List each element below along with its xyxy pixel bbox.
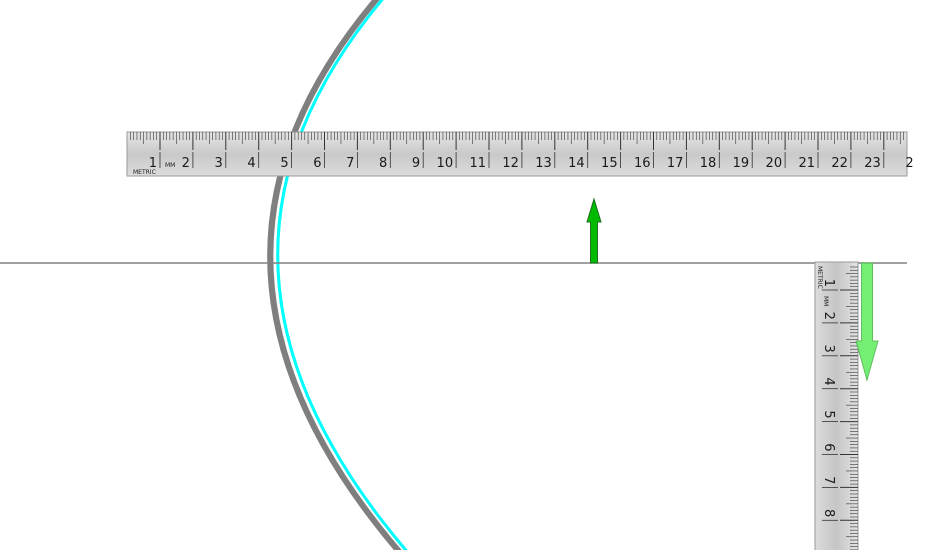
ruler-label: 2 [821,312,836,320]
ruler-label: 1 [149,156,157,171]
ruler-label: 5 [280,156,288,171]
ruler-label: 7 [821,476,836,484]
ruler-label: 17 [667,156,684,171]
concave-lens-surface [276,0,408,550]
ruler-label: 9 [412,156,420,171]
ruler-label: 3 [215,156,223,171]
ruler-label: 14 [568,156,585,171]
image-arrow-shape [855,262,879,382]
vertical-ruler-labels: 1 2 3 4 5 6 7 8 [821,279,836,518]
ruler-label: 16 [634,156,651,171]
ruler-label: 5 [821,410,836,418]
ruler-label: 2 [905,156,913,171]
ruler-label: 10 [437,156,454,171]
ruler-label: 12 [502,156,519,171]
horizontal-ruler-ticks [130,132,904,168]
ruler-label: 21 [798,156,815,171]
ruler-label: 6 [821,443,836,451]
ruler-label: 15 [601,156,618,171]
ruler-label: 4 [821,377,836,385]
object-arrow[interactable] [586,197,602,264]
lens-surface-shadow [267,0,402,550]
object-arrow-shape [586,197,602,264]
horizontal-ruler-body [126,131,908,177]
ruler-label: 23 [864,156,881,171]
ruler-label: 3 [821,345,836,353]
ruler-label: 19 [733,156,750,171]
ruler-label: 4 [247,156,255,171]
ruler-label: 20 [766,156,783,171]
ruler-label: 11 [469,156,486,171]
vertical-ruler-brand: METRIC [816,266,823,289]
ruler-label: 2 [182,156,190,171]
ruler-label: 8 [821,509,836,517]
ruler-label: 18 [700,156,717,171]
ruler-label: 22 [831,156,848,171]
vertical-ruler[interactable]: 1 2 3 4 5 6 7 8 MM METRIC [814,261,859,550]
vertical-ruler-ticks [822,266,858,550]
ruler-label: 6 [313,156,321,171]
vertical-ruler-body [814,261,859,550]
ruler-label: 1 [821,279,836,287]
ruler-label: 13 [535,156,552,171]
vertical-ruler-units: MM [822,296,829,306]
ruler-label: 7 [346,156,354,171]
horizontal-ruler-brand: METRIC [133,169,156,176]
image-arrow[interactable] [855,262,879,382]
horizontal-ruler-units: MM [165,162,175,169]
ruler-label: 8 [379,156,387,171]
